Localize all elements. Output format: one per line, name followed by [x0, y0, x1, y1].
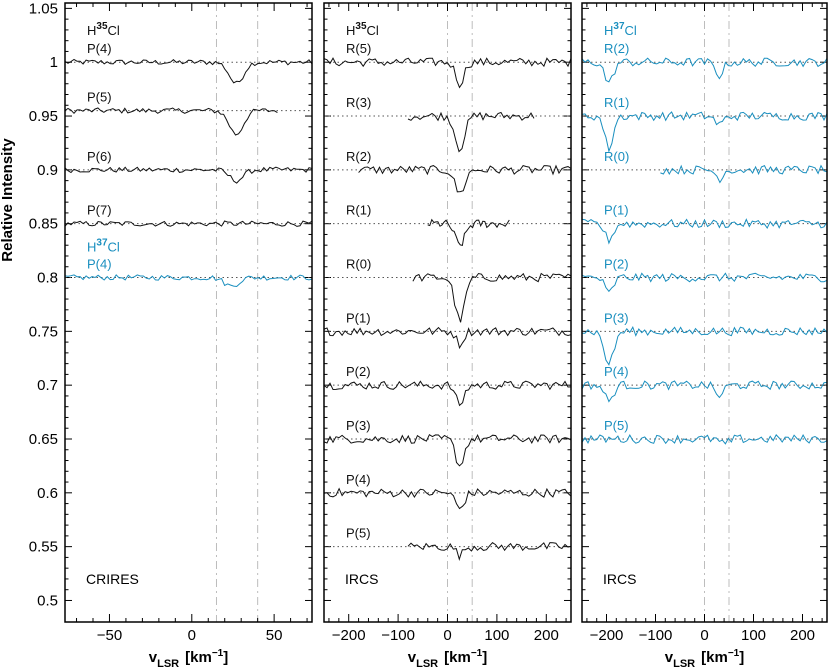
x-axis-title: vLSR[km−1] — [408, 648, 487, 669]
y-tick-label: 0.7 — [37, 377, 58, 394]
x-tick-label: 200 — [790, 627, 815, 644]
panel-frame — [581, 2, 828, 623]
transition-label: P(1) — [346, 310, 371, 325]
spectrum-line — [581, 380, 828, 403]
transition-label: P(3) — [346, 418, 371, 433]
spectrum-line — [427, 218, 510, 247]
transition-label: R(5) — [346, 41, 371, 56]
x-axis-title: vLSR[km−1] — [149, 648, 228, 669]
y-tick-label: 0.65 — [29, 431, 58, 448]
y-tick-label: 0.9 — [37, 162, 58, 179]
spectrum-line — [64, 274, 313, 288]
transition-label: P(4) — [346, 472, 371, 487]
x-tick-label: 100 — [484, 627, 509, 644]
transition-label: R(1) — [604, 95, 629, 110]
transition-label: R(1) — [346, 203, 371, 218]
x-tick-label: 200 — [534, 627, 559, 644]
transition-label: P(4) — [87, 257, 112, 272]
x-tick-label: 0 — [188, 627, 196, 644]
species-label: H35Cl — [346, 21, 379, 38]
y-tick-label: 0.5 — [37, 592, 58, 609]
y-tick-label: 0.75 — [29, 323, 58, 340]
transition-label: R(3) — [346, 95, 371, 110]
x-tick-label: −200 — [332, 627, 366, 644]
transition-label: P(5) — [87, 90, 112, 105]
x-tick-label: 0 — [443, 627, 451, 644]
transition-label: P(2) — [604, 257, 629, 272]
transition-label: P(1) — [604, 203, 629, 218]
y-tick-label: 1 — [50, 54, 58, 71]
transition-label: P(7) — [87, 203, 112, 218]
spectrum-line — [323, 326, 572, 350]
x-tick-label: 100 — [741, 627, 766, 644]
spectrum-line — [581, 272, 828, 293]
transition-label: P(3) — [604, 310, 629, 325]
spectrum-line — [323, 57, 572, 89]
transition-label: P(2) — [346, 364, 371, 379]
spectrum-line — [581, 218, 828, 245]
spectrum-line — [581, 111, 828, 153]
spectrum-line — [64, 220, 313, 227]
y-tick-label: 0.8 — [37, 270, 58, 287]
y-tick-label: 1.05 — [29, 0, 58, 17]
spectrum-line — [358, 164, 572, 193]
panel-frame — [323, 2, 572, 623]
x-axis-title: vLSR[km−1] — [665, 648, 744, 669]
transition-label: P(6) — [87, 149, 112, 164]
transition-label: R(0) — [346, 257, 371, 272]
y-tick-label: 0.95 — [29, 108, 58, 125]
spectrum-line — [582, 326, 828, 366]
transition-label: P(4) — [87, 41, 112, 56]
spectrum-line — [64, 166, 313, 184]
spectrum-line — [64, 107, 278, 136]
instrument-label: IRCS — [603, 571, 636, 587]
spectrum-line — [412, 272, 572, 323]
y-axis-title: Relative Intensity — [0, 138, 16, 262]
spectrum-line — [407, 111, 535, 153]
y-tick-label: 0.55 — [29, 539, 58, 556]
spectrum-line — [660, 164, 828, 184]
spectrum-line — [581, 434, 828, 445]
instrument-label: CRIRES — [86, 571, 139, 587]
transition-label: R(0) — [604, 149, 629, 164]
x-tick-label: 50 — [266, 627, 283, 644]
spectrum-line — [323, 380, 572, 407]
x-tick-label: −100 — [381, 627, 415, 644]
spectrum-line — [323, 487, 572, 510]
spectrum-line — [323, 433, 572, 467]
species-label: H35Cl — [87, 21, 120, 38]
x-tick-label: −50 — [97, 627, 122, 644]
x-tick-label: −100 — [639, 627, 673, 644]
spectrum-line — [64, 58, 313, 84]
spectrum-line — [581, 57, 828, 83]
y-tick-label: 0.85 — [29, 216, 58, 233]
transition-label: P(4) — [604, 364, 629, 379]
species-label: H37Cl — [87, 237, 120, 254]
x-tick-label: 0 — [700, 627, 708, 644]
panel-frame — [64, 2, 313, 623]
transition-label: R(2) — [346, 149, 371, 164]
transition-label: P(5) — [604, 418, 629, 433]
x-tick-label: −200 — [590, 627, 624, 644]
transition-label: P(5) — [346, 526, 371, 541]
y-tick-label: 0.6 — [37, 485, 58, 502]
instrument-label: IRCS — [345, 571, 378, 587]
transition-label: R(2) — [604, 41, 629, 56]
species-label: H37Cl — [604, 21, 637, 38]
spectrum-line — [407, 542, 572, 561]
